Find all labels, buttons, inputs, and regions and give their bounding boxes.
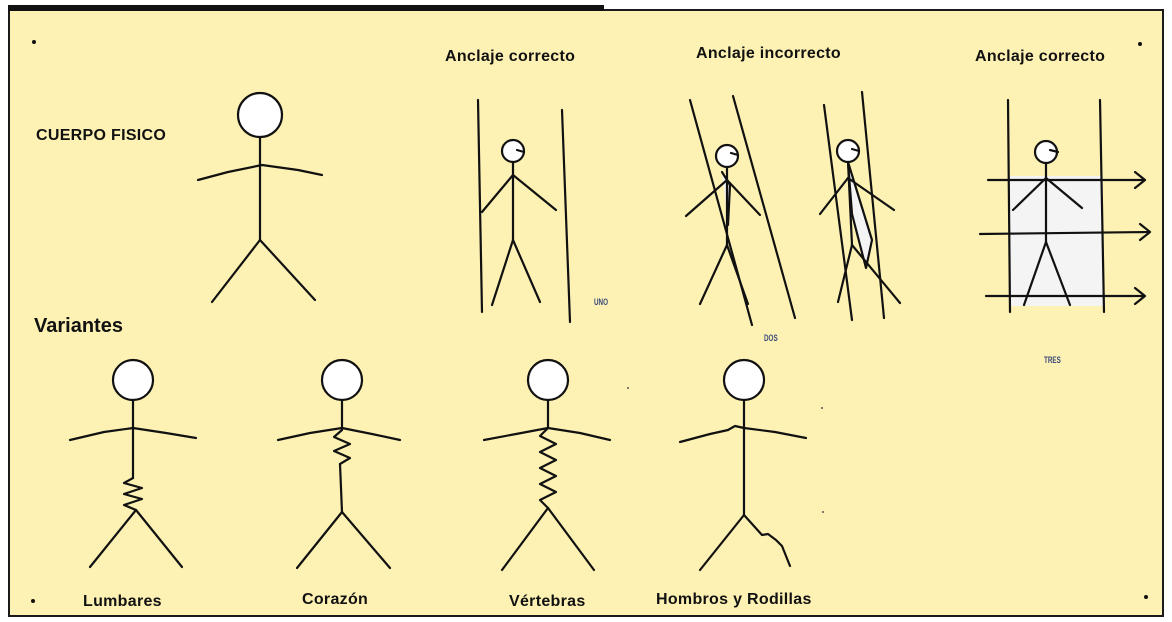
label-variantes: Variantes xyxy=(34,315,123,337)
label-lumbares: Lumbares xyxy=(83,593,162,610)
stray-specks xyxy=(627,387,824,513)
corner-dots xyxy=(31,40,1148,603)
label-dos: DOS xyxy=(764,333,778,343)
label-cuerpo-fisico: CUERPO FISICO xyxy=(36,127,167,144)
label-tres: TRES xyxy=(1044,355,1061,365)
anclaje-correcto-tres-figure xyxy=(978,98,1152,314)
label-anclaje-incorrecto: Anclaje incorrecto xyxy=(696,45,842,62)
cuerpo-fisico-figure xyxy=(196,91,324,304)
hombros-rodillas-figure xyxy=(678,358,808,572)
corazon-figure xyxy=(276,358,402,570)
top-border-bar xyxy=(8,5,604,11)
figure-head xyxy=(236,91,284,139)
label-uno: UNO xyxy=(594,297,608,307)
anclaje-correcto-uno-figure xyxy=(476,98,572,324)
diagram-frame xyxy=(8,9,1164,617)
label-anclaje-correcto-1: Anclaje correcto xyxy=(445,48,576,65)
label-hombros-rodillas: Hombros y Rodillas xyxy=(656,591,812,608)
anclaje-incorrecto-dos-figures xyxy=(684,90,902,327)
vertebras-figure xyxy=(482,358,612,572)
label-vertebras: Vértebras xyxy=(509,593,586,610)
label-anclaje-correcto-2: Anclaje correcto xyxy=(975,48,1106,65)
label-corazon: Corazón xyxy=(302,591,369,608)
lumbares-figure xyxy=(68,358,198,569)
